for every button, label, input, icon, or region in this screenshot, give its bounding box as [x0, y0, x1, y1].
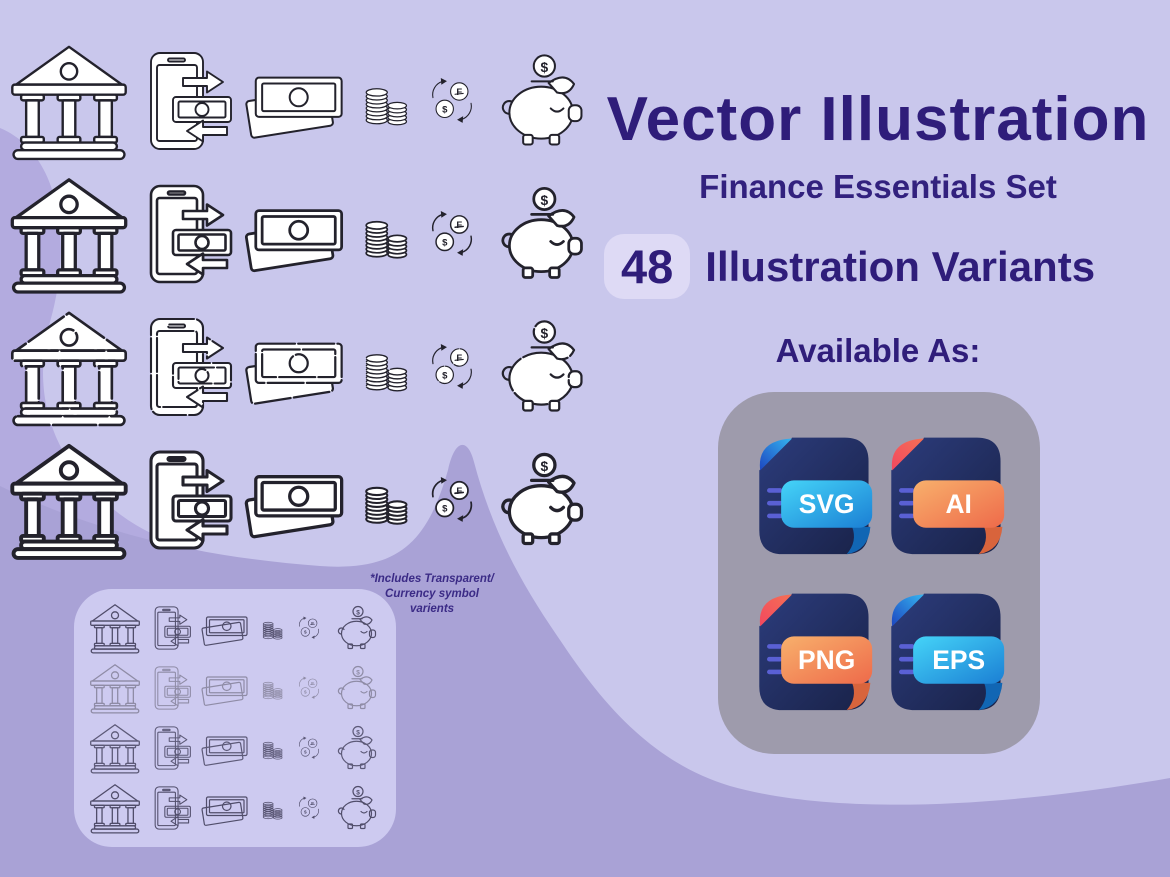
banknotes-icon — [200, 783, 250, 833]
mobile-money-transfer-icon — [149, 659, 193, 717]
bank-building-icon — [88, 721, 142, 775]
banknotes-icon — [242, 181, 348, 287]
currency-exchange-icon — [424, 67, 480, 135]
mobile-money-transfer-icon — [137, 170, 237, 298]
coin-stacks-icon — [353, 454, 419, 546]
file-formats-panel: SVG AI PNG EPS — [718, 392, 1040, 754]
svg-text:SVG: SVG — [799, 489, 855, 519]
bank-building-icon — [88, 781, 142, 835]
piggy-bank-icon — [485, 447, 591, 553]
mini-icon-panel — [74, 589, 396, 847]
banknotes-icon — [200, 663, 250, 713]
mobile-money-transfer-icon — [137, 436, 237, 564]
mobile-money-transfer-icon — [149, 779, 193, 837]
bank-building-icon — [6, 437, 132, 563]
page-subtitle: Finance Essentials Set — [699, 168, 1057, 205]
currency-exchange-icon — [424, 466, 480, 534]
piggy-bank-icon — [330, 663, 380, 713]
format-badge-svg: SVG — [752, 430, 874, 560]
file-icon: EPS — [891, 593, 1005, 711]
currency-exchange-icon — [424, 333, 480, 401]
icon-style-row — [88, 599, 382, 657]
icon-grid — [6, 34, 606, 566]
icon-style-row — [6, 34, 606, 167]
bank-building-icon — [6, 38, 132, 164]
format-badge-ai: AI — [884, 430, 1006, 560]
coin-stacks-icon — [257, 786, 288, 830]
piggy-bank-icon — [330, 723, 380, 773]
icon-style-row — [88, 719, 382, 777]
currency-exchange-icon — [295, 611, 323, 645]
mobile-money-transfer-icon — [149, 719, 193, 777]
coin-stacks-icon — [353, 321, 419, 413]
footnote-line-3: varients — [409, 602, 455, 615]
coin-stacks-icon — [257, 606, 288, 650]
currency-exchange-icon — [295, 731, 323, 765]
available-as-heading: Available As: — [775, 332, 981, 369]
currency-exchange-icon — [295, 671, 323, 705]
bank-building-icon — [6, 171, 132, 297]
file-icon: AI — [891, 437, 1005, 555]
banknotes-icon — [200, 603, 250, 653]
piggy-bank-icon — [485, 48, 591, 154]
banknotes-icon — [242, 314, 348, 420]
variant-count-label: Illustration Variants — [705, 242, 1096, 290]
bank-building-icon — [6, 304, 132, 430]
variants-footnote: *Includes Transparent/ Currency symbol v… — [354, 572, 510, 617]
mobile-money-transfer-icon — [137, 303, 237, 431]
footnote-line-1: *Includes Transparent/ — [370, 573, 494, 585]
icon-style-row — [6, 167, 606, 300]
icon-style-row — [88, 659, 382, 717]
icon-style-row — [6, 300, 606, 433]
mobile-money-transfer-icon — [149, 599, 193, 657]
file-icon: PNG — [759, 593, 873, 711]
icon-style-row — [6, 433, 606, 566]
footnote-line-2: Currency symbol — [385, 587, 479, 600]
banknotes-icon — [242, 48, 348, 154]
coin-stacks-icon — [257, 726, 288, 770]
mobile-money-transfer-icon — [137, 37, 237, 165]
piggy-bank-icon — [485, 314, 591, 420]
piggy-bank-icon — [485, 181, 591, 287]
currency-exchange-icon — [424, 200, 480, 268]
format-badge-png: PNG — [752, 586, 874, 716]
svg-text:AI: AI — [945, 489, 971, 519]
svg-text:EPS: EPS — [932, 645, 985, 675]
file-icon: SVG — [759, 437, 873, 555]
bank-building-icon — [88, 661, 142, 715]
variant-count-badge: 48 — [604, 234, 691, 299]
coin-stacks-icon — [353, 188, 419, 280]
icon-style-row — [88, 779, 382, 837]
page-title: Vector Illustration — [606, 85, 1150, 154]
bank-building-icon — [88, 601, 142, 655]
banknotes-icon — [242, 447, 348, 553]
piggy-bank-icon — [330, 603, 380, 653]
banknotes-icon — [200, 723, 250, 773]
currency-exchange-icon — [295, 791, 323, 825]
piggy-bank-icon — [330, 783, 380, 833]
format-badge-eps: EPS — [884, 586, 1006, 716]
coin-stacks-icon — [257, 666, 288, 710]
variants-line: 48 Illustration Variants — [604, 234, 1095, 299]
coin-stacks-icon — [353, 55, 419, 147]
svg-text:PNG: PNG — [798, 645, 855, 675]
